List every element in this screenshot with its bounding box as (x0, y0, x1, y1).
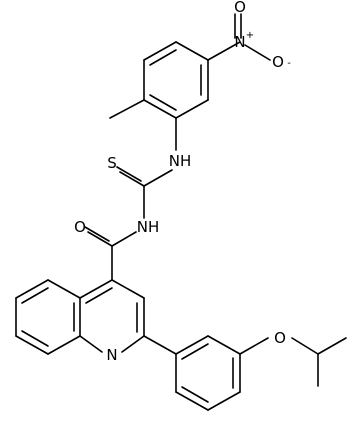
bond (119, 171, 145, 187)
nitro-o-charge: - (287, 58, 291, 69)
bond (181, 343, 209, 360)
bond (109, 99, 145, 119)
bond (116, 166, 142, 182)
bond (175, 99, 209, 119)
bond-lines (15, 13, 347, 411)
nitro-o-top-label: O (234, 0, 246, 16)
bond (85, 287, 113, 304)
bond (244, 44, 271, 61)
bond (111, 279, 145, 299)
bond (79, 335, 103, 353)
bond (317, 337, 347, 355)
bond (175, 335, 209, 355)
bond (291, 337, 319, 355)
bond (149, 94, 177, 111)
bond (47, 335, 81, 355)
nitro-o-right-label: O (272, 53, 284, 71)
bond (175, 391, 209, 411)
bond (111, 231, 137, 247)
bond (143, 335, 177, 355)
bond (239, 337, 269, 355)
bond (181, 386, 209, 403)
bond (79, 279, 113, 299)
thiourea-s-label: S (107, 154, 117, 172)
amide-o-label: O (74, 218, 86, 236)
bond (207, 41, 241, 61)
thiourea-nh1-label: NH (169, 152, 192, 170)
bond (15, 279, 49, 299)
bond (21, 287, 49, 304)
quinoline-n-label: N (106, 346, 117, 364)
bond (143, 99, 177, 119)
nitro-n-label: N (234, 33, 245, 51)
bond (15, 335, 49, 355)
bond (84, 226, 110, 242)
bond (87, 231, 113, 247)
bond (21, 330, 49, 347)
bond (207, 335, 241, 355)
thiourea-nh2-label: NH (137, 218, 160, 236)
bond (143, 41, 177, 61)
atom-labels: N + O O - NH S NH O N O (74, 0, 291, 364)
bond (121, 335, 145, 353)
nitro-n-charge: + (246, 30, 254, 41)
bond (207, 391, 241, 411)
bond (175, 41, 209, 61)
bond (47, 279, 81, 299)
bond (143, 169, 173, 187)
ether-o-label: O (274, 329, 286, 347)
bond (149, 49, 177, 66)
